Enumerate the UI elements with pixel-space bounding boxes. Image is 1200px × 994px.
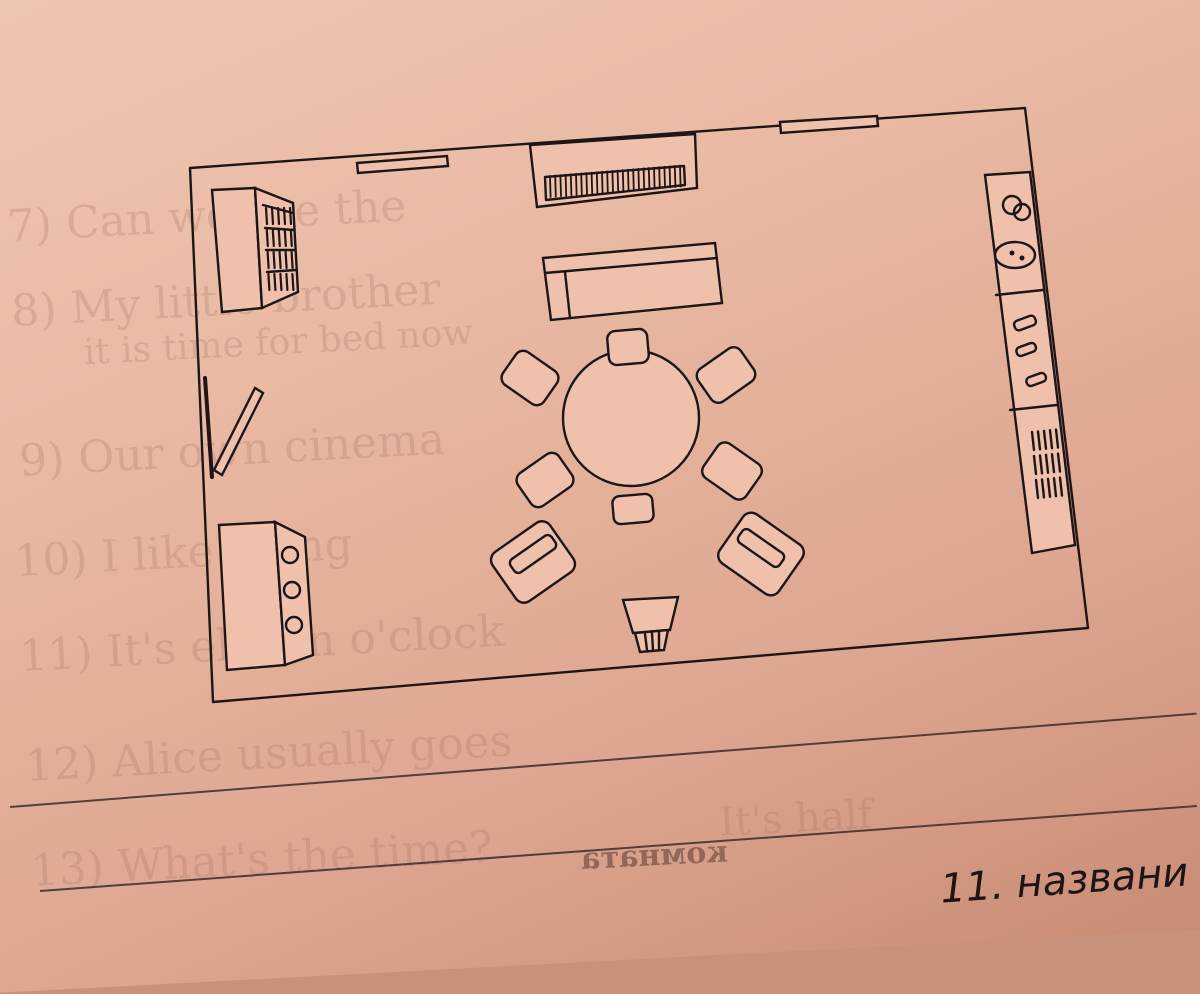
vase-icon: [993, 194, 1037, 270]
armchair-icon: [489, 520, 577, 604]
hatch-stroke: [1048, 429, 1054, 450]
door-icon: [203, 376, 265, 479]
hatch-stroke: [1036, 430, 1042, 451]
hatch-stroke: [580, 172, 583, 196]
hatch-stroke: [277, 228, 281, 248]
hatch-stroke: [288, 206, 293, 226]
hatch-stroke: [273, 272, 277, 292]
hatch-stroke: [278, 250, 282, 270]
hatch-stroke: [283, 228, 287, 248]
hatch-stroke: [679, 164, 682, 188]
hatch-stroke: [1052, 477, 1058, 498]
hatch-stroke: [1040, 478, 1046, 499]
hatch-stroke: [663, 165, 666, 189]
hatch-stroke: [616, 169, 620, 193]
chair-icon: [606, 327, 650, 367]
hatch-stroke: [1044, 453, 1050, 474]
hatch-stroke: [673, 165, 677, 188]
hatch-stroke: [1058, 476, 1064, 497]
sofa-icon: [541, 241, 724, 322]
hatch-stroke: [1050, 453, 1056, 474]
chair-icon: [611, 492, 655, 526]
hatch-stroke: [653, 166, 656, 190]
hatch-stroke: [575, 172, 578, 196]
hatch-stroke: [1056, 452, 1062, 473]
ornament-icon: [1012, 314, 1048, 388]
cupboard-icon: [217, 519, 315, 672]
hatch-stroke: [279, 272, 283, 292]
hatch-stroke: [642, 167, 646, 191]
room-floor-plan: [188, 106, 1090, 704]
hatch-stroke: [559, 174, 562, 198]
hatch-stroke: [585, 172, 588, 195]
hatch-stroke: [611, 170, 614, 193]
hatch-stroke: [1032, 454, 1038, 476]
chair-icon: [700, 441, 764, 501]
hatch-stroke: [621, 169, 625, 193]
hatch-stroke: [590, 171, 594, 195]
hatch-stroke: [289, 228, 293, 248]
hatch-stroke: [282, 206, 287, 226]
armchair-icon: [717, 511, 805, 597]
hatch-stroke: [276, 206, 281, 226]
window-icon: [355, 154, 450, 175]
wastebasket-icon: [621, 595, 680, 654]
hatch-stroke: [549, 175, 552, 198]
hatch-stroke: [271, 228, 275, 248]
hatch-stroke: [1046, 477, 1052, 498]
hatch-stroke: [627, 168, 630, 192]
bookshelf-icon: [210, 186, 300, 314]
hatch-stroke: [1034, 478, 1040, 500]
hatch-stroke: [668, 165, 672, 189]
window-icon: [778, 114, 880, 135]
hatch-stroke: [270, 206, 275, 226]
hatch-stroke: [564, 173, 568, 197]
hatch-stroke: [632, 168, 635, 192]
hatch-stroke: [284, 250, 288, 270]
hatch-stroke: [1038, 454, 1044, 475]
hatch-stroke: [264, 206, 269, 226]
hatch-stroke: [290, 250, 294, 270]
chair-icon: [515, 451, 575, 509]
hatch-stroke: [595, 171, 599, 195]
chair-icon: [500, 349, 560, 407]
hatch-stroke: [606, 170, 609, 194]
round-table-icon: [561, 348, 701, 488]
hatch-stroke: [272, 250, 276, 270]
hatch-stroke: [266, 250, 270, 270]
room-outline: [188, 106, 1090, 704]
hatch-stroke: [1054, 428, 1060, 449]
hatch-stroke: [285, 272, 289, 292]
hatch-stroke: [647, 167, 651, 190]
hatch-stroke: [291, 272, 295, 292]
chair-icon: [695, 346, 757, 404]
hatch-stroke: [265, 228, 269, 248]
hatch-stroke: [554, 174, 557, 198]
hatch-stroke: [601, 170, 604, 194]
hatch-stroke: [1042, 429, 1048, 450]
hatch-stroke: [1030, 430, 1036, 452]
hatch-stroke: [569, 173, 573, 197]
books-icon: [1030, 428, 1064, 500]
hatch-stroke: [267, 272, 271, 292]
fireplace-icon: [528, 132, 699, 209]
hatch-stroke: [658, 166, 661, 190]
hatch-stroke: [637, 167, 640, 191]
